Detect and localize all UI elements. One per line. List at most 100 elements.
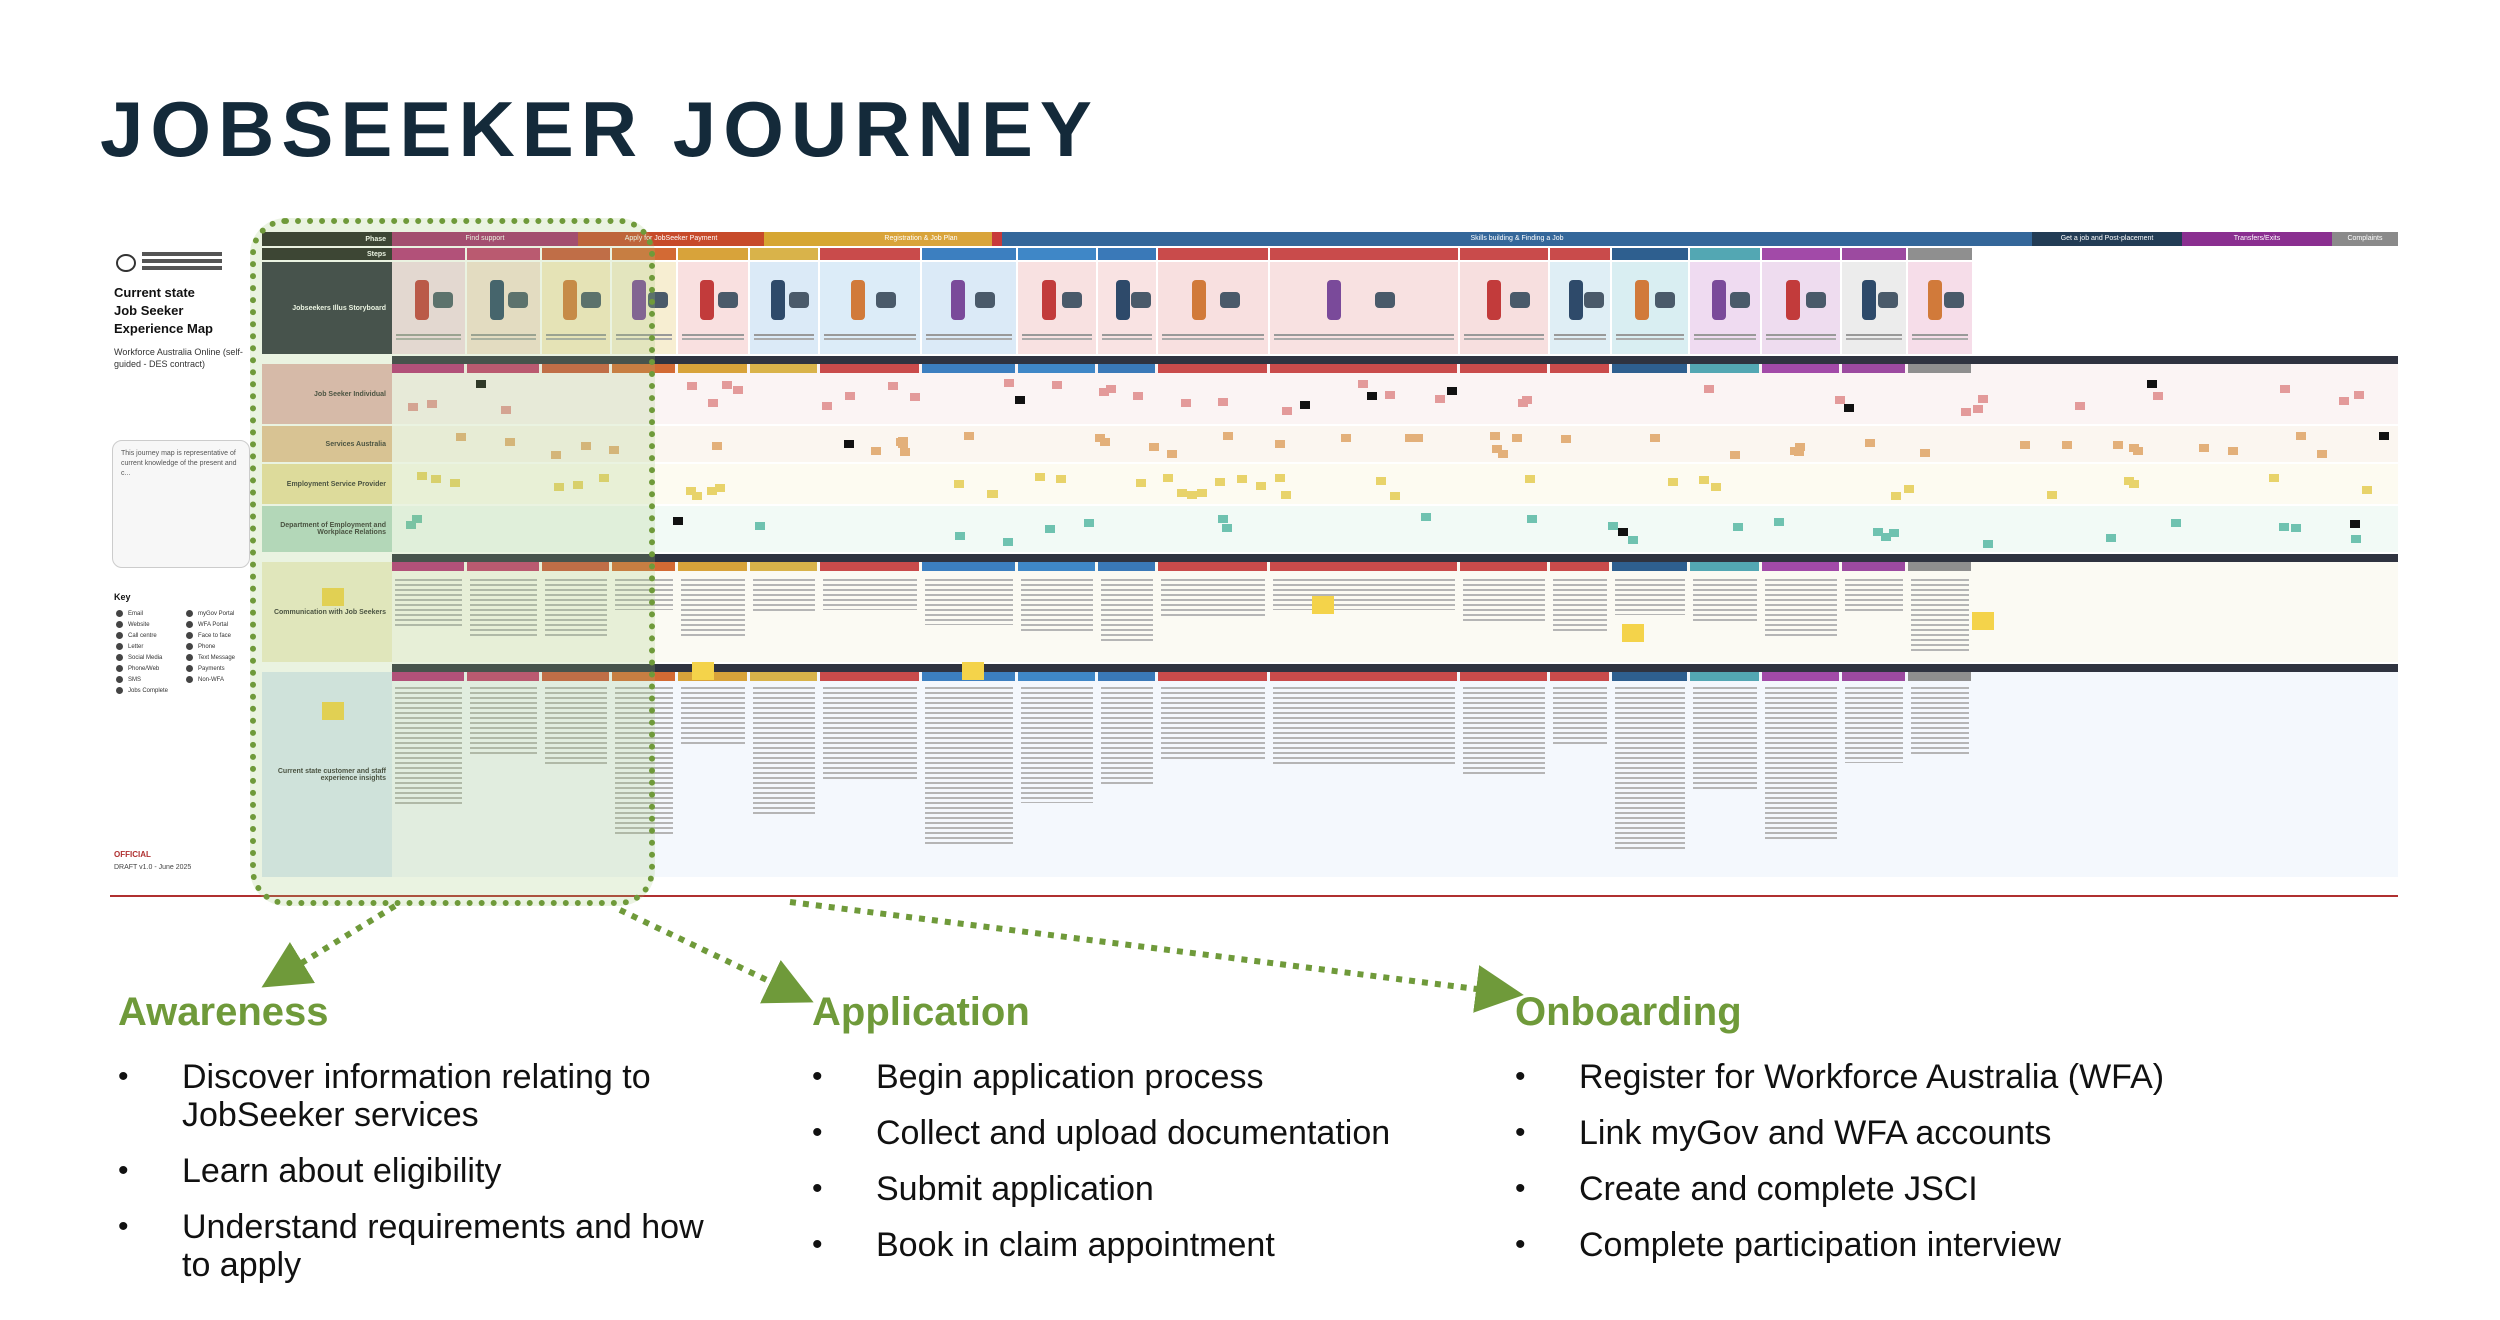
process-node [1095, 433, 1106, 442]
storyboard-caption [471, 334, 536, 336]
lane-text-block [681, 576, 745, 637]
person-figure-icon [1635, 280, 1650, 320]
person-figure-icon [850, 280, 865, 320]
person-figure-icon [1487, 280, 1501, 320]
stage-item: Learn about eligibility [118, 1152, 718, 1190]
process-node [1698, 476, 1709, 485]
process-node [1106, 384, 1117, 393]
lane-text-block [615, 684, 673, 836]
process-node [1650, 433, 1661, 442]
device-icon [1729, 292, 1750, 308]
process-node [2280, 385, 2291, 394]
process-node [2062, 441, 2073, 449]
storyboard-caption [754, 334, 814, 336]
process-node [456, 433, 467, 442]
lane-step-strip [1460, 562, 1547, 571]
process-node [954, 531, 965, 540]
process-node [1628, 535, 1639, 544]
lane-text-block [1615, 576, 1685, 615]
process-node [1197, 488, 1208, 497]
process-node [1218, 398, 1229, 407]
key-label: Website [128, 622, 150, 629]
process-node [449, 479, 460, 488]
process-node [598, 473, 609, 482]
process-node [1732, 522, 1743, 531]
process-node [1299, 400, 1310, 409]
process-node [2269, 473, 2280, 482]
person-figure-icon [1927, 280, 1942, 320]
lane-text-block [1553, 576, 1607, 633]
device-icon [1062, 292, 1082, 308]
process-node [1972, 404, 1983, 413]
lane-step-strip [1762, 562, 1839, 571]
stage-items: Begin application process Collect and up… [812, 1058, 1452, 1264]
lane-step-strip [820, 562, 919, 571]
lane-text-block [1693, 684, 1757, 791]
lane-text-block [1101, 684, 1153, 785]
device-icon [876, 292, 897, 308]
lane-step-strip [1018, 562, 1095, 571]
lane-step-strip [1018, 364, 1095, 373]
person-figure-icon [1327, 280, 1341, 320]
key-label: WFA Portal [198, 622, 229, 629]
person-figure-icon [489, 280, 504, 320]
process-node [505, 437, 516, 446]
lane-step-strip [612, 562, 675, 571]
process-node [1983, 539, 1994, 548]
process-node [1703, 384, 1714, 393]
process-node [733, 386, 744, 395]
row-label-jobseeker: Job Seeker Individual [262, 364, 392, 424]
process-node [1035, 472, 1046, 481]
step-header [1550, 248, 1610, 260]
process-node [1166, 450, 1177, 459]
key-label: Non-WFA [198, 677, 225, 684]
lane-text-block [615, 576, 673, 611]
process-node [1215, 478, 1226, 487]
map-note: This journey map is representative of cu… [112, 440, 250, 568]
sticky-note-icon [1622, 624, 1644, 642]
lane-step-strip [1908, 672, 1971, 681]
lane-text-block [1463, 684, 1545, 777]
process-node [2379, 432, 2390, 441]
process-node [1281, 491, 1292, 500]
journey-map: Current state Job Seeker Experience Map … [110, 232, 2398, 897]
row-label-esp: Employment Service Provider [262, 464, 392, 504]
lane-step-strip [678, 562, 747, 571]
lane-step-strip [922, 562, 1015, 571]
process-node [1890, 491, 1901, 500]
lane-step-strip [542, 672, 609, 681]
process-node [1186, 490, 1197, 499]
step-header [392, 248, 465, 260]
key-item: Payments [186, 665, 225, 672]
lane-step-strip [542, 364, 609, 373]
map-sidebar: Current state Job Seeker Experience Map … [110, 232, 260, 892]
process-node [685, 486, 696, 495]
device-icon [1374, 292, 1395, 308]
step-header [1842, 248, 1906, 260]
process-node [417, 472, 428, 481]
device-icon [717, 292, 738, 308]
process-node [1864, 438, 1875, 447]
lane-step-strip [1762, 364, 1839, 373]
stage-item: Discover information relating to JobSeek… [118, 1058, 718, 1134]
process-node [1162, 473, 1173, 482]
process-node [1003, 538, 1014, 547]
lane-text-block [470, 684, 537, 758]
storyboard-illustration [820, 262, 920, 354]
phase-header [992, 232, 1002, 246]
row-label-steps: Steps [262, 248, 392, 260]
key-item: Email [116, 610, 143, 617]
process-node [2075, 402, 2086, 411]
process-node [501, 406, 512, 415]
lane-text-block [545, 576, 607, 640]
storyboard-illustration [1612, 262, 1688, 354]
process-node [572, 480, 583, 489]
lane-text-block [1021, 684, 1093, 803]
lane-text-block [545, 684, 607, 765]
process-node [1608, 522, 1619, 530]
key-item: Website [116, 621, 150, 628]
process-node [407, 403, 418, 412]
key-item: WFA Portal [186, 621, 228, 628]
map-title: Current state Job Seeker Experience Map [114, 284, 259, 338]
process-node [986, 489, 997, 498]
